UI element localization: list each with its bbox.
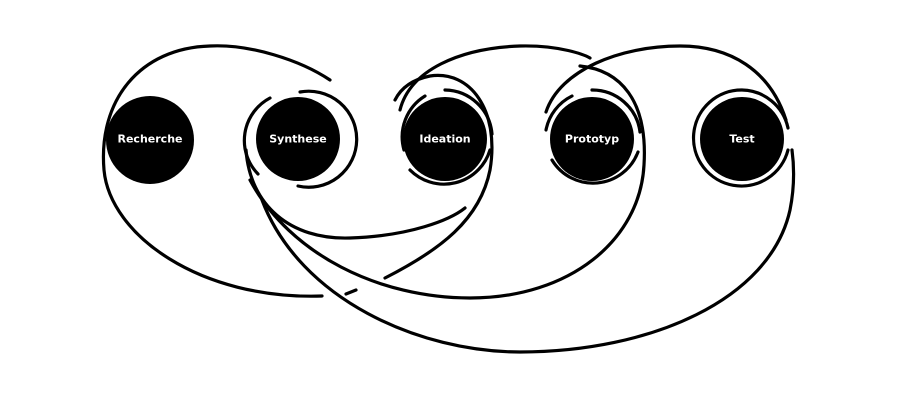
ring-ideation xyxy=(400,88,494,186)
node-test-label: Test xyxy=(729,133,754,146)
loop-synthese-test xyxy=(260,148,796,354)
ring-prototyp xyxy=(544,88,642,185)
loop-synthese-prototyp xyxy=(248,64,646,300)
ring-synthese xyxy=(242,89,359,189)
node-test: Test xyxy=(700,97,784,181)
node-prototyp: Prototyp xyxy=(550,97,634,181)
loop-ideation-prototyp-top xyxy=(398,44,592,112)
node-recherche-label: Recherche xyxy=(118,133,183,146)
node-ideation-label: Ideation xyxy=(419,133,470,146)
node-synthese: Synthese xyxy=(256,97,340,181)
node-ideation: Ideation xyxy=(403,97,487,181)
ring-test xyxy=(691,88,790,188)
loop-prototyp-test-top xyxy=(544,44,788,122)
node-recherche: Recherche xyxy=(106,96,194,184)
loop-recherche-synthese xyxy=(101,44,332,298)
crossing-tick xyxy=(344,288,358,296)
node-prototyp-label: Prototyp xyxy=(565,133,619,146)
node-synthese-label: Synthese xyxy=(269,133,326,146)
